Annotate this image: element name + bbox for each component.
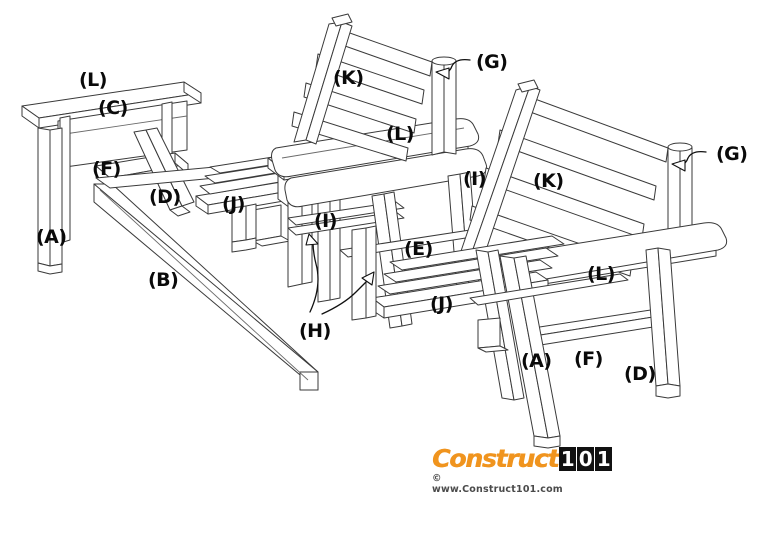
callout-G-right-post-cap: (G) <box>716 143 748 165</box>
callout-I-table-brace-right: (I) <box>463 168 486 190</box>
callout-K-middle-back-slat: (K) <box>333 67 364 89</box>
left-bench-group <box>21 81 319 391</box>
callout-J-right-seat-slat: (J) <box>430 293 453 315</box>
callout-K-right-back-slat: (K) <box>533 170 564 192</box>
callout-L-right-arm: (L) <box>587 263 615 285</box>
callout-G-middle-post-cap: (G) <box>476 51 508 73</box>
logo-url[interactable]: © www.Construct101.com <box>432 473 563 495</box>
logo-wordmark-row: Construct 1 0 1 <box>432 444 613 473</box>
callout-D-left-rear-leg: (D) <box>149 186 181 208</box>
callout-J-left-seat-slat: (J) <box>222 193 245 215</box>
callout-F-right-seat-support: (F) <box>574 348 603 370</box>
callout-L-left-arm: (L) <box>79 69 107 91</box>
logo-tile-0: 0 <box>577 446 595 471</box>
center-table-group <box>267 118 488 329</box>
construct101-logo[interactable]: Construct 1 0 1 © www.Construct101.com <box>432 444 613 495</box>
logo-word: Construct <box>432 444 559 473</box>
callout-C-back-rail: (C) <box>98 97 128 119</box>
callout-F-left-seat-support: (F) <box>92 158 121 180</box>
callout-E-cross-rail: (E) <box>404 238 433 260</box>
center-support-posts <box>231 203 377 321</box>
logo-tile-1b: 1 <box>595 446 613 471</box>
callout-A-left-front-leg: (A) <box>36 226 67 248</box>
callout-B-long-stretcher: (B) <box>148 269 179 291</box>
h-leader-group <box>305 233 375 315</box>
callout-H-center-cleat: (H) <box>299 320 331 342</box>
callout-L-table-top: (L) <box>386 123 414 145</box>
callout-D-right-rear-leg: (D) <box>624 363 656 385</box>
middle-bench-back <box>291 13 471 162</box>
callout-I-table-brace: (I) <box>314 210 337 232</box>
callout-A-right-front-leg: (A) <box>521 350 552 372</box>
logo-tile-1: 1 <box>559 446 577 471</box>
right-bench-group <box>371 79 728 449</box>
logo-101-tiles: 1 0 1 <box>559 446 613 471</box>
g2-leader-group <box>671 150 707 172</box>
